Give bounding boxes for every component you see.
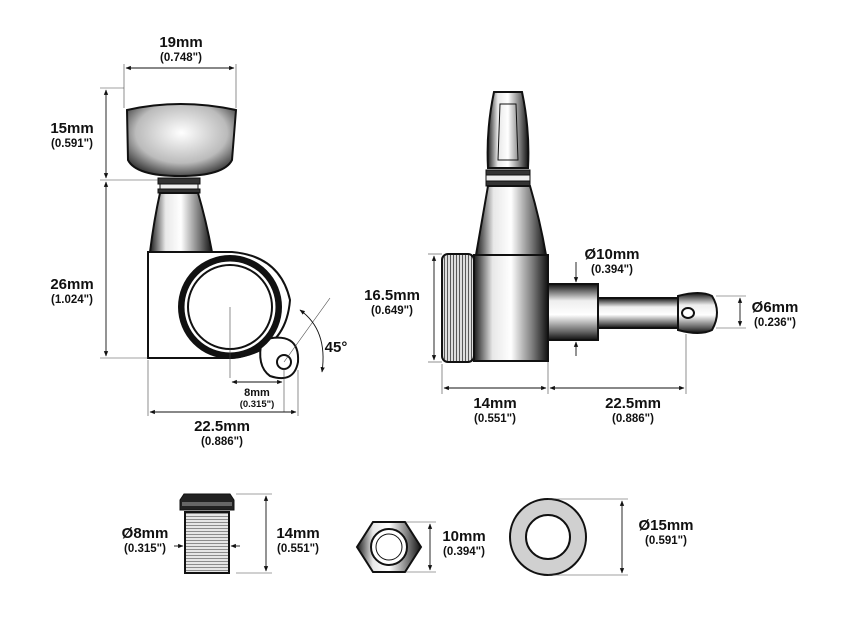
screw-offset-label: 8mm bbox=[244, 387, 270, 399]
total-width-label: 22.5mm bbox=[194, 418, 250, 435]
shaft-diameter-label: Ø10mm bbox=[584, 246, 639, 263]
body-diameter-label: 16.5mm bbox=[364, 287, 420, 304]
washer-hole bbox=[525, 514, 571, 560]
post-tip bbox=[677, 292, 718, 334]
washer-diameter-imperial: (0.591") bbox=[645, 535, 687, 547]
post-diameter-label: Ø6mm bbox=[752, 299, 799, 316]
hex-nut-size-imperial: (0.394") bbox=[443, 546, 485, 558]
button-collar bbox=[157, 177, 201, 185]
washer-diameter-label: Ø15mm bbox=[638, 517, 693, 534]
body-height-imperial: (1.024") bbox=[51, 294, 93, 306]
hex-nut-size-label: 10mm bbox=[442, 528, 485, 545]
bushing-diameter-label: Ø8mm bbox=[122, 525, 169, 542]
bushing: Ø8mm (0.315") 14mm (0.551") bbox=[122, 493, 320, 574]
post-hole bbox=[681, 307, 695, 319]
hex-nut: 10mm (0.394") bbox=[355, 521, 486, 573]
button-width-label: 19mm bbox=[159, 34, 202, 51]
tuner-button bbox=[125, 103, 238, 178]
front-view: 19mm (0.748") 15mm (0.591") 26mm (1.024"… bbox=[50, 34, 347, 448]
button-width-imperial: (0.748") bbox=[160, 52, 202, 64]
post-length-label: 22.5mm bbox=[605, 395, 661, 412]
post-diameter-imperial: (0.236") bbox=[754, 317, 796, 329]
body-length-label: 14mm bbox=[473, 395, 516, 412]
post-length-imperial: (0.886") bbox=[612, 413, 654, 425]
body-length-imperial: (0.551") bbox=[474, 413, 516, 425]
string-post bbox=[597, 297, 679, 329]
angle-label: 45° bbox=[325, 339, 348, 356]
knurled-cap bbox=[441, 253, 475, 363]
bushing-diameter-imperial: (0.315") bbox=[124, 543, 166, 555]
shaft bbox=[547, 283, 599, 341]
bushing-thread bbox=[184, 511, 230, 574]
body-height-label: 26mm bbox=[50, 276, 93, 293]
bushing-height-label: 14mm bbox=[276, 525, 319, 542]
tuner-neck bbox=[148, 192, 214, 253]
side-neck bbox=[474, 185, 548, 256]
side-button bbox=[486, 91, 530, 169]
button-height-label: 15mm bbox=[50, 120, 93, 137]
screw-offset-imperial: (0.315") bbox=[240, 399, 275, 410]
side-housing bbox=[473, 254, 549, 362]
washer: Ø15mm (0.591") bbox=[509, 498, 694, 576]
bushing-height-imperial: (0.551") bbox=[277, 543, 319, 555]
button-height-imperial: (0.591") bbox=[51, 138, 93, 150]
shaft-diameter-imperial: (0.394") bbox=[591, 264, 633, 276]
side-view: 16.5mm (0.649") Ø10mm (0.394") Ø6mm (0.2… bbox=[364, 91, 799, 425]
body-diameter-imperial: (0.649") bbox=[371, 305, 413, 317]
total-width-imperial: (0.886") bbox=[201, 436, 243, 448]
